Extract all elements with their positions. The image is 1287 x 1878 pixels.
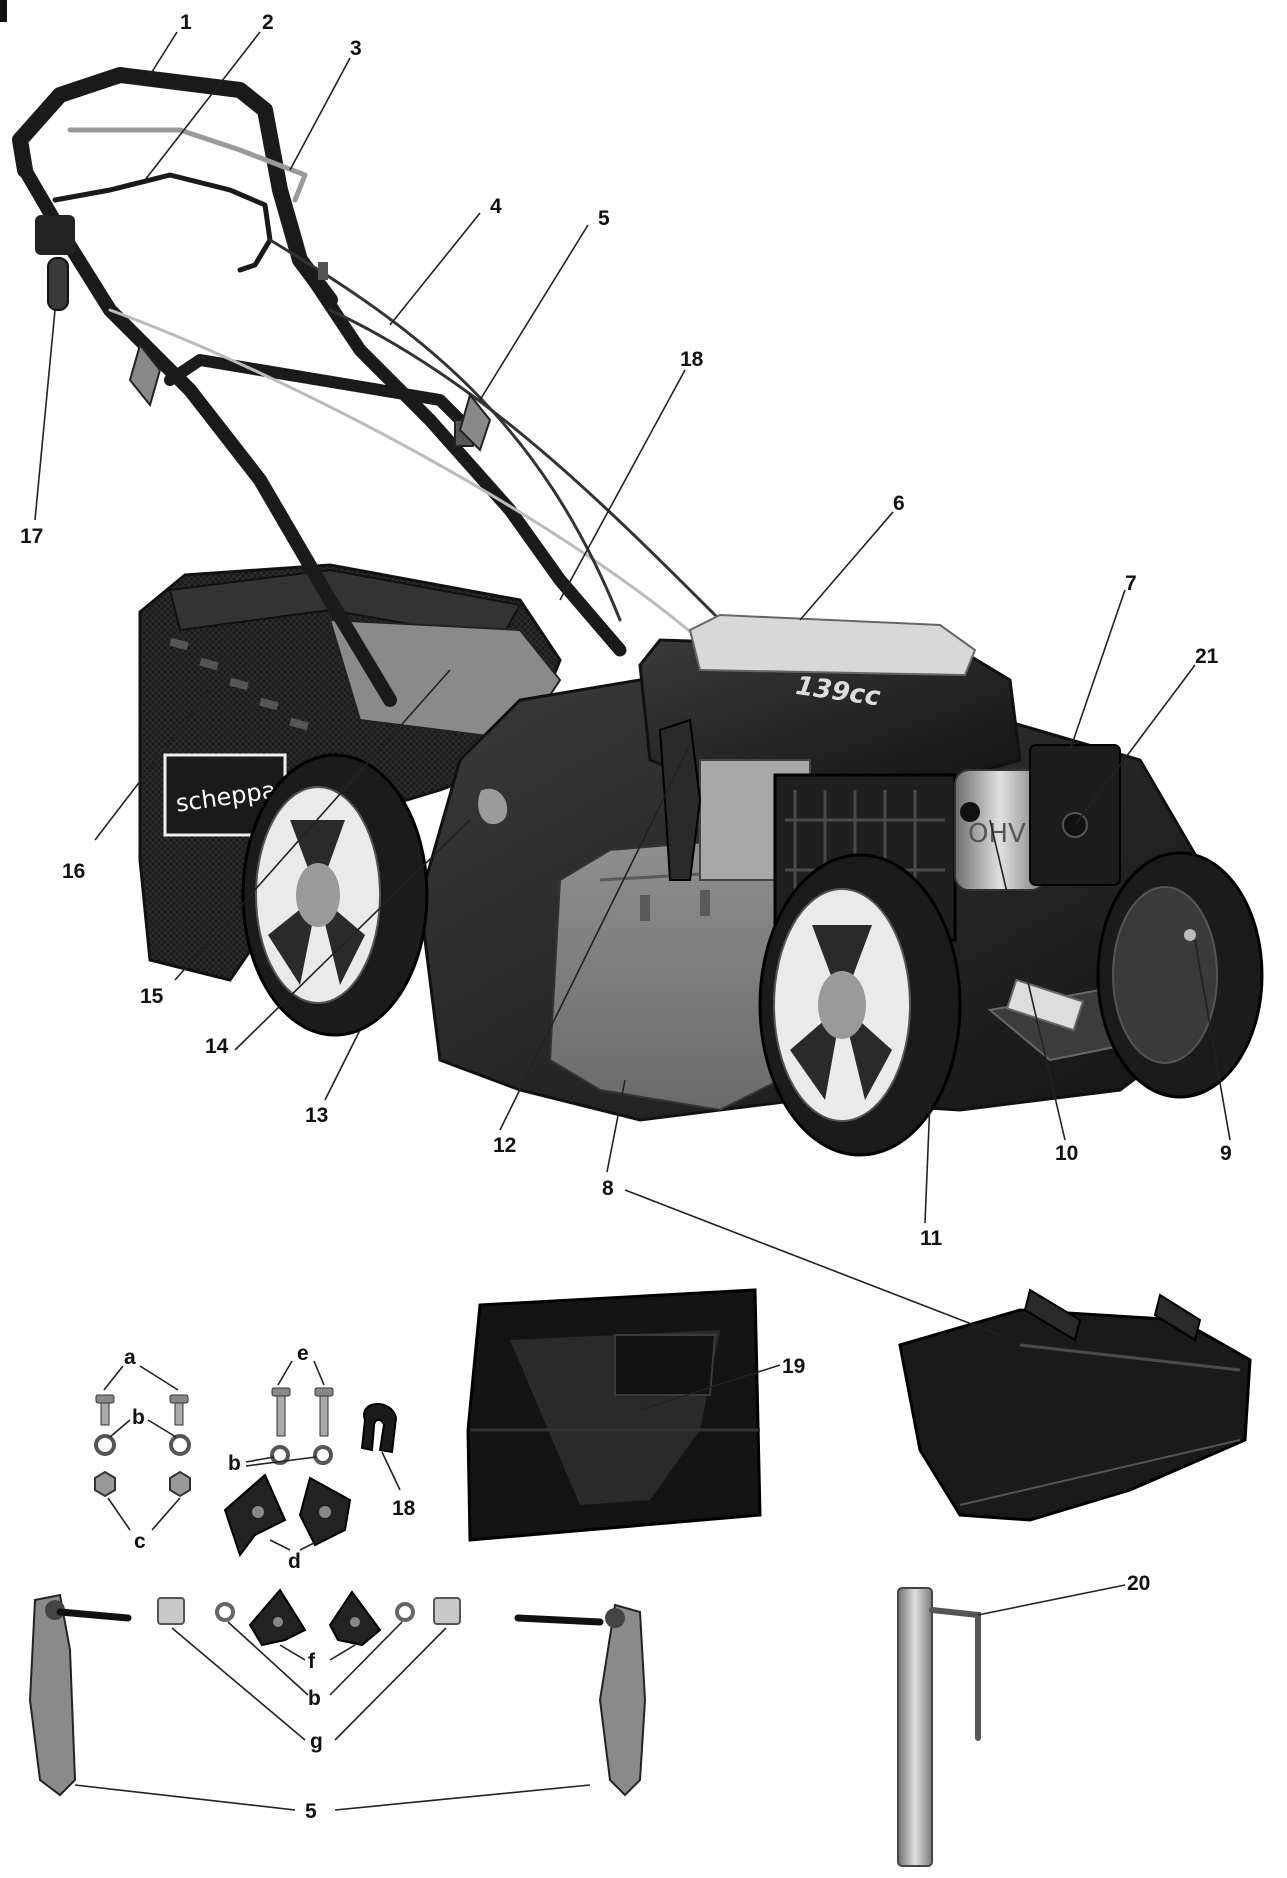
bolt-icon — [169, 1394, 189, 1426]
callout-19: 19 — [782, 1355, 805, 1378]
hardware-set-gbf — [157, 1588, 461, 1647]
star-knob-icon — [328, 1590, 382, 1647]
section-mark-bar — [0, 0, 7, 22]
washer-icon — [169, 1434, 191, 1456]
callout-7: 7 — [1125, 572, 1137, 595]
callout-2: 2 — [262, 11, 274, 34]
callout-6: 6 — [893, 492, 905, 515]
callout-16: 16 — [62, 860, 85, 883]
callout-3: 3 — [350, 37, 362, 60]
callout-c: c — [134, 1530, 146, 1553]
washer-icon — [94, 1434, 116, 1456]
square-nut-icon — [157, 1597, 185, 1625]
callout-18-clip: 18 — [392, 1497, 416, 1520]
square-nut-icon — [433, 1597, 461, 1625]
callout-13: 13 — [305, 1104, 328, 1127]
callout-14: 14 — [205, 1035, 229, 1058]
washer-icon — [313, 1445, 333, 1465]
callout-a: a — [124, 1346, 136, 1369]
callout-d: d — [288, 1550, 301, 1573]
engine-cover-text: OHV — [968, 819, 1026, 849]
callout-9: 9 — [1220, 1142, 1232, 1165]
cable-clip-icon — [360, 1403, 398, 1454]
hardware-set-ebd — [223, 1387, 352, 1558]
star-knob-icon — [223, 1473, 287, 1558]
callout-10: 10 — [1055, 1142, 1078, 1165]
callout-4: 4 — [490, 195, 502, 218]
callout-8: 8 — [602, 1177, 614, 1200]
washer-icon — [215, 1602, 235, 1622]
bolt-icon — [271, 1387, 291, 1437]
nut-icon — [169, 1470, 191, 1498]
nut-icon — [94, 1470, 116, 1498]
lawn-mower: scheppach — [12, 67, 1264, 1157]
callout-20: 20 — [1127, 1572, 1150, 1595]
callout-17: 17 — [20, 525, 43, 548]
callout-e: e — [297, 1342, 309, 1365]
callout-b-2: b — [228, 1452, 241, 1475]
leader-lines — [34, 31, 1231, 1811]
callout-18: 18 — [680, 348, 704, 371]
star-knob-icon — [298, 1476, 352, 1547]
hardware-set-abc — [94, 1394, 191, 1498]
callout-1: 1 — [180, 11, 192, 34]
bolt-icon — [314, 1387, 334, 1437]
mulching-insert-icon — [466, 1288, 762, 1542]
callout-11: 11 — [920, 1227, 943, 1250]
quick-release-lever-right-icon — [514, 1603, 647, 1797]
callout-5-levers: 5 — [305, 1800, 317, 1823]
side-discharge-chute-icon — [898, 1288, 1252, 1522]
star-knob-icon — [248, 1588, 307, 1647]
callout-12: 12 — [493, 1134, 516, 1157]
washer-icon — [395, 1602, 415, 1622]
callout-labels: 1 2 3 4 5 6 7 8 9 10 11 12 13 14 15 16 1… — [20, 11, 1232, 1823]
callout-5: 5 — [598, 207, 610, 230]
throttle-lever-icon — [35, 215, 75, 311]
height-lever-icon — [476, 786, 510, 827]
callout-f: f — [308, 1650, 316, 1673]
callout-b-3: b — [308, 1687, 321, 1710]
callout-15: 15 — [140, 985, 164, 1008]
callout-g: g — [310, 1730, 323, 1753]
handle-knob-icon — [128, 342, 492, 452]
front-wheel-icon — [758, 853, 962, 1157]
callout-21: 21 — [1195, 645, 1219, 668]
washer-icon — [270, 1445, 290, 1465]
quick-release-lever-left-icon — [28, 1593, 132, 1797]
callout-b-1: b — [132, 1406, 145, 1429]
front-right-wheel-icon — [1096, 851, 1264, 1099]
bolt-icon — [95, 1394, 115, 1426]
rear-wheel-icon — [241, 753, 429, 1037]
spark-plug-wrench-icon — [897, 1587, 981, 1867]
